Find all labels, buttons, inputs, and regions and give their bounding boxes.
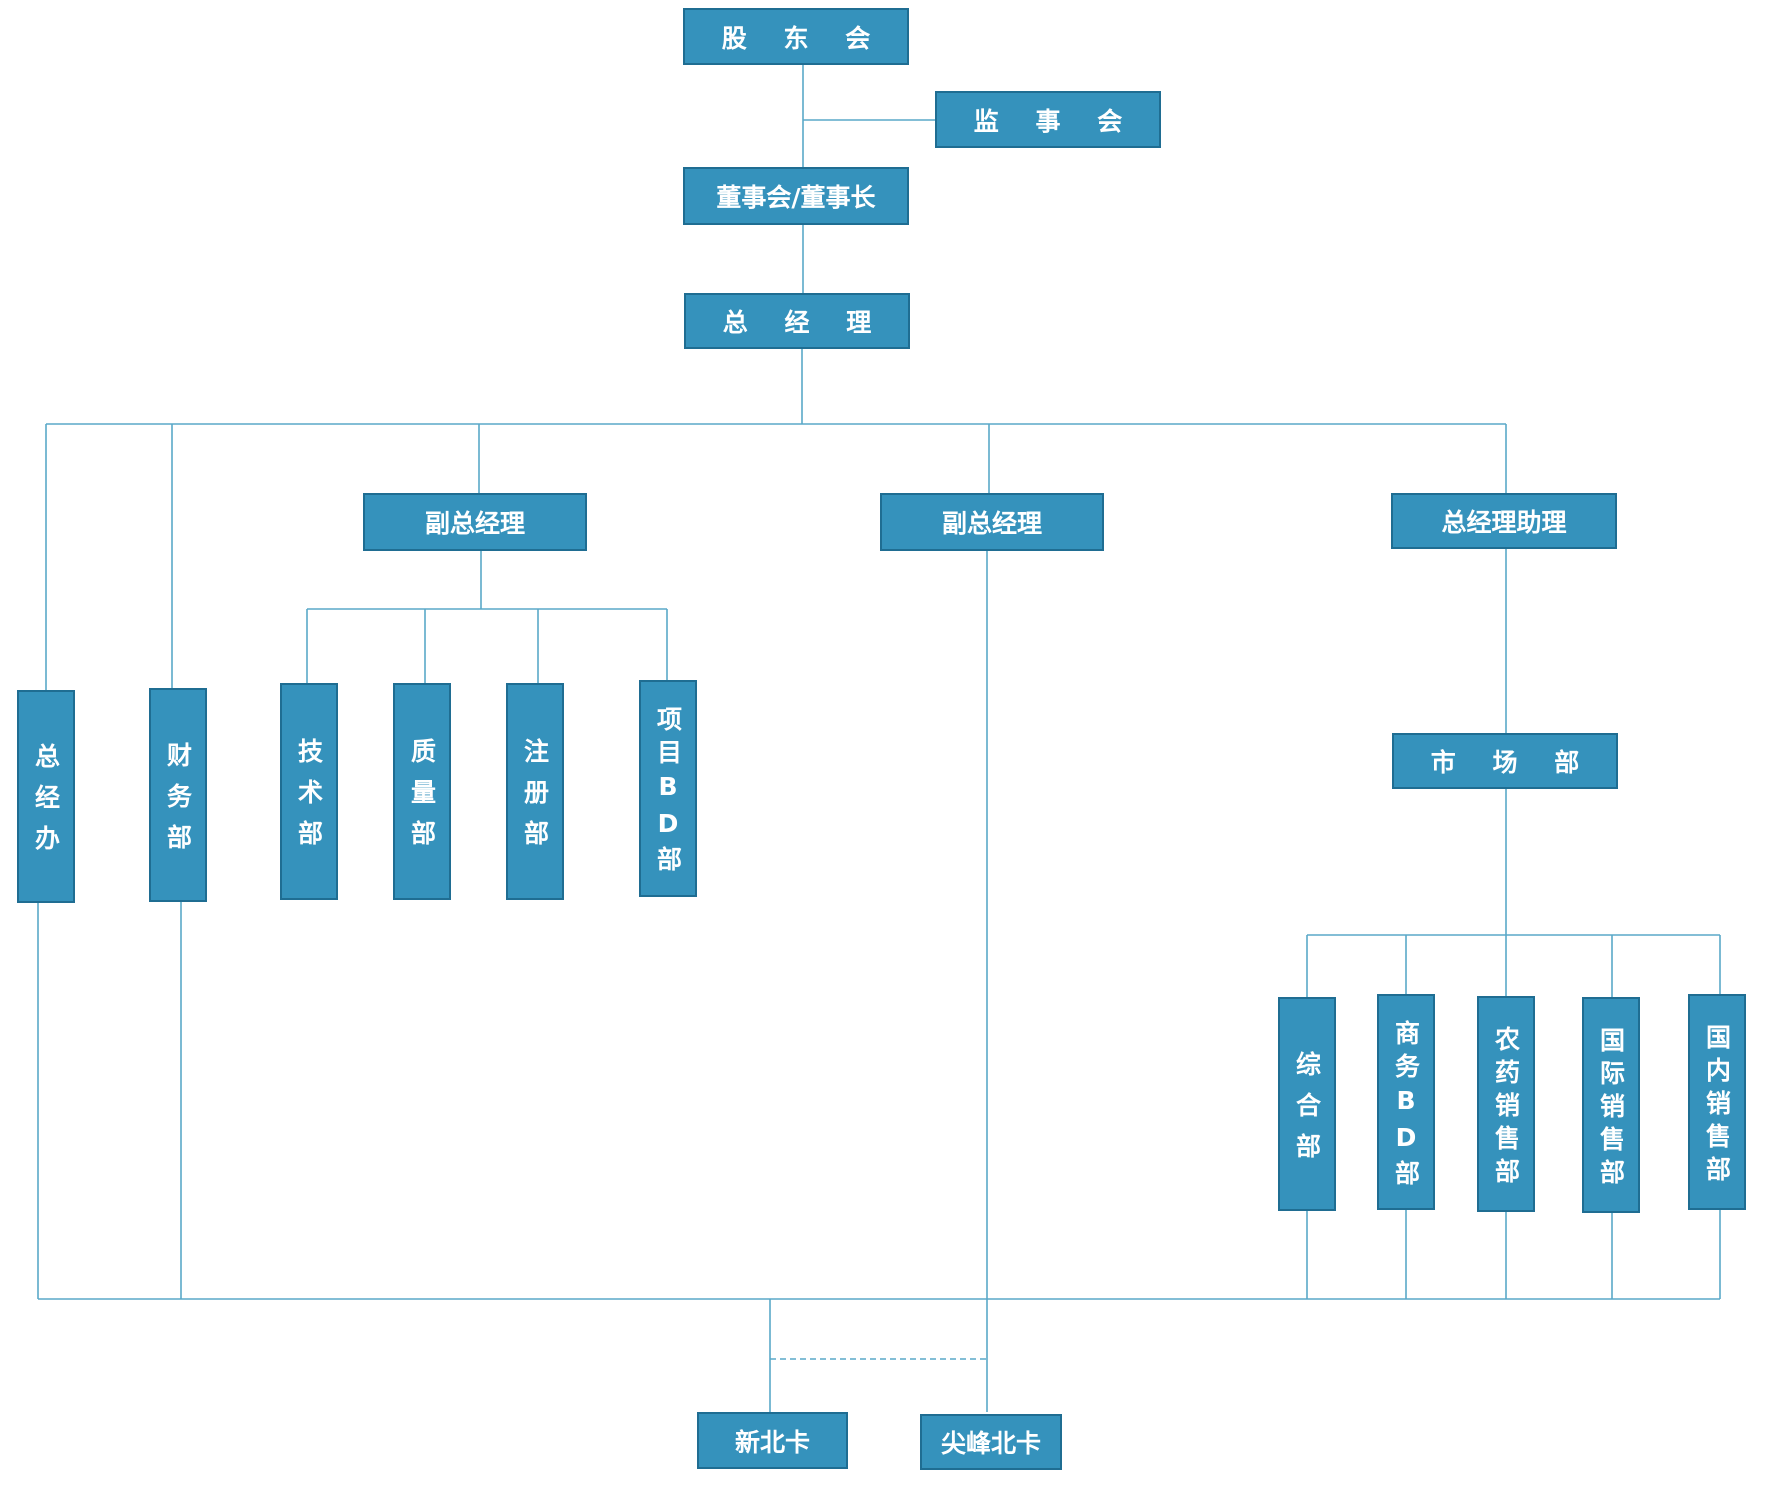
node-label: 股 东 会	[721, 23, 885, 53]
node-supervisory-board: 监 事 会	[935, 91, 1161, 148]
node-label: 综合部	[1292, 1050, 1322, 1174]
node-gm-assistant: 总经理助理	[1391, 493, 1617, 549]
node-label: 董事会/董事长	[716, 183, 876, 212]
node-label: 尖峰北卡	[940, 1429, 1041, 1458]
node-label: 注册部	[520, 738, 550, 861]
node-label: 监 事 会	[973, 106, 1137, 136]
node-label: 技术部	[294, 738, 324, 861]
node-jianfeng-beika: 尖峰北卡	[920, 1414, 1062, 1470]
node-label: 国际销售部	[1596, 1026, 1626, 1192]
node-label: 国内销售部	[1702, 1023, 1732, 1189]
node-general-affairs: 综合部	[1278, 997, 1336, 1211]
node-xinbeika: 新北卡	[697, 1412, 848, 1469]
node-deputy-gm-1: 副总经理	[363, 493, 587, 551]
node-label: 总经办	[31, 743, 61, 866]
node-shareholders: 股 东 会	[683, 8, 909, 65]
node-label: 新北卡	[734, 1427, 810, 1457]
node-quality: 质量部	[393, 683, 451, 900]
node-finance: 财务部	[149, 688, 207, 902]
node-label: 质量部	[407, 738, 437, 861]
node-deputy-gm-2: 副总经理	[880, 493, 1104, 551]
node-registration: 注册部	[506, 683, 564, 900]
node-general-manager: 总 经 理	[684, 293, 910, 349]
node-label: 副总经理	[424, 509, 525, 538]
node-label: 项目BD部	[653, 706, 683, 879]
node-international-sales: 国际销售部	[1582, 997, 1640, 1213]
node-label: 总 经 理	[722, 308, 886, 337]
node-board: 董事会/董事长	[683, 167, 909, 225]
node-label: 农药销售部	[1491, 1025, 1521, 1191]
node-marketing: 市 场 部	[1392, 733, 1618, 789]
node-pesticide-sales: 农药销售部	[1477, 996, 1535, 1212]
node-label: 财务部	[163, 741, 193, 865]
node-domestic-sales: 国内销售部	[1688, 994, 1746, 1210]
node-label: 副总经理	[941, 509, 1042, 538]
node-label: 总经理助理	[1441, 508, 1567, 537]
node-project-bd: 项目BD部	[639, 680, 697, 897]
node-business-bd: 商务BD部	[1377, 994, 1435, 1210]
node-technology: 技术部	[280, 683, 338, 900]
node-gm-office: 总经办	[17, 690, 75, 903]
node-label: 商务BD部	[1391, 1019, 1421, 1193]
node-label: 市 场 部	[1430, 748, 1594, 777]
